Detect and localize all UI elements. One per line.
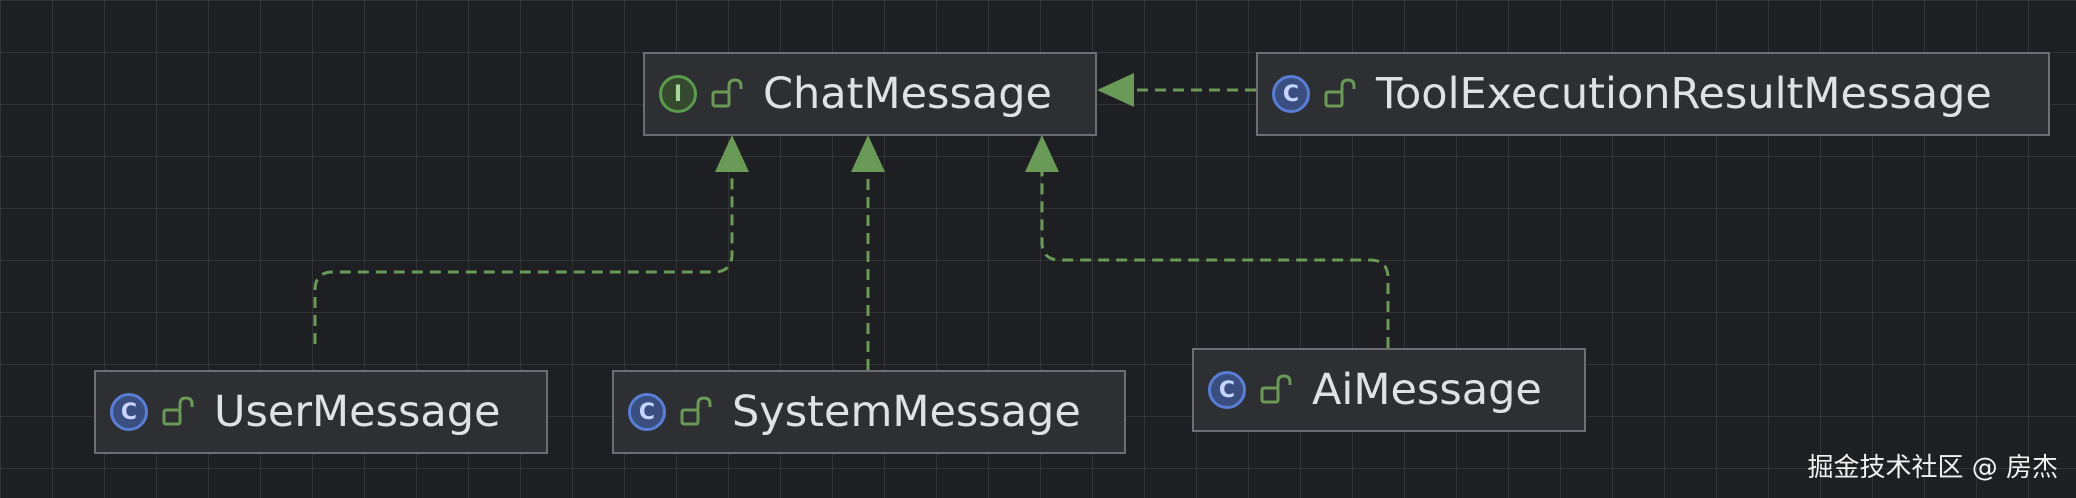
lock-open-icon — [162, 396, 194, 426]
node-label: ToolExecutionResultMessage — [1376, 69, 1992, 119]
arrowhead-tool — [1097, 73, 1134, 107]
node-user-message[interactable]: C UserMessage — [94, 370, 548, 454]
class-icon: C — [1272, 75, 1310, 113]
watermark: 掘金技术社区 @ 房杰 — [1807, 453, 2058, 483]
lock-open-icon — [680, 396, 712, 426]
node-label: SystemMessage — [732, 387, 1081, 437]
node-system-message[interactable]: C SystemMessage — [612, 370, 1126, 454]
node-chat-message[interactable]: I ChatMessage — [643, 52, 1097, 136]
node-ai-message[interactable]: C AiMessage — [1192, 348, 1586, 432]
arrowhead-system — [851, 135, 885, 172]
arrowhead-ai — [1025, 135, 1059, 172]
class-icon: C — [1208, 371, 1246, 409]
interface-icon: I — [659, 75, 697, 113]
lock-open-icon — [1260, 374, 1292, 404]
edge-user-to-chat — [313, 172, 734, 344]
lock-open-icon — [1324, 78, 1356, 108]
node-label: AiMessage — [1312, 365, 1542, 415]
edge-ai-to-chat — [1040, 172, 1390, 348]
node-tool-execution-result-message[interactable]: C ToolExecutionResultMessage — [1256, 52, 2050, 136]
arrowhead-user — [715, 135, 749, 172]
node-label: ChatMessage — [763, 69, 1052, 119]
lock-open-icon — [711, 78, 743, 108]
node-label: UserMessage — [214, 387, 501, 437]
class-icon: C — [628, 393, 666, 431]
class-icon: C — [110, 393, 148, 431]
